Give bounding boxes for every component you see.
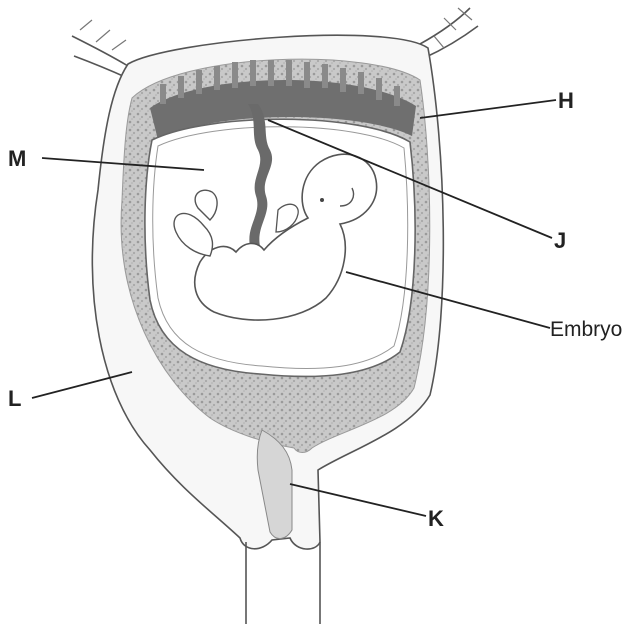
vagina-canal xyxy=(246,542,320,624)
label-k: K xyxy=(428,506,444,531)
label-m: M xyxy=(8,146,26,171)
label-l: L xyxy=(8,386,21,411)
leader-h xyxy=(420,100,556,118)
label-j: J xyxy=(554,228,566,253)
label-embryo: Embryo xyxy=(550,318,622,341)
label-h: H xyxy=(558,88,574,113)
embryo-eye xyxy=(320,198,324,202)
